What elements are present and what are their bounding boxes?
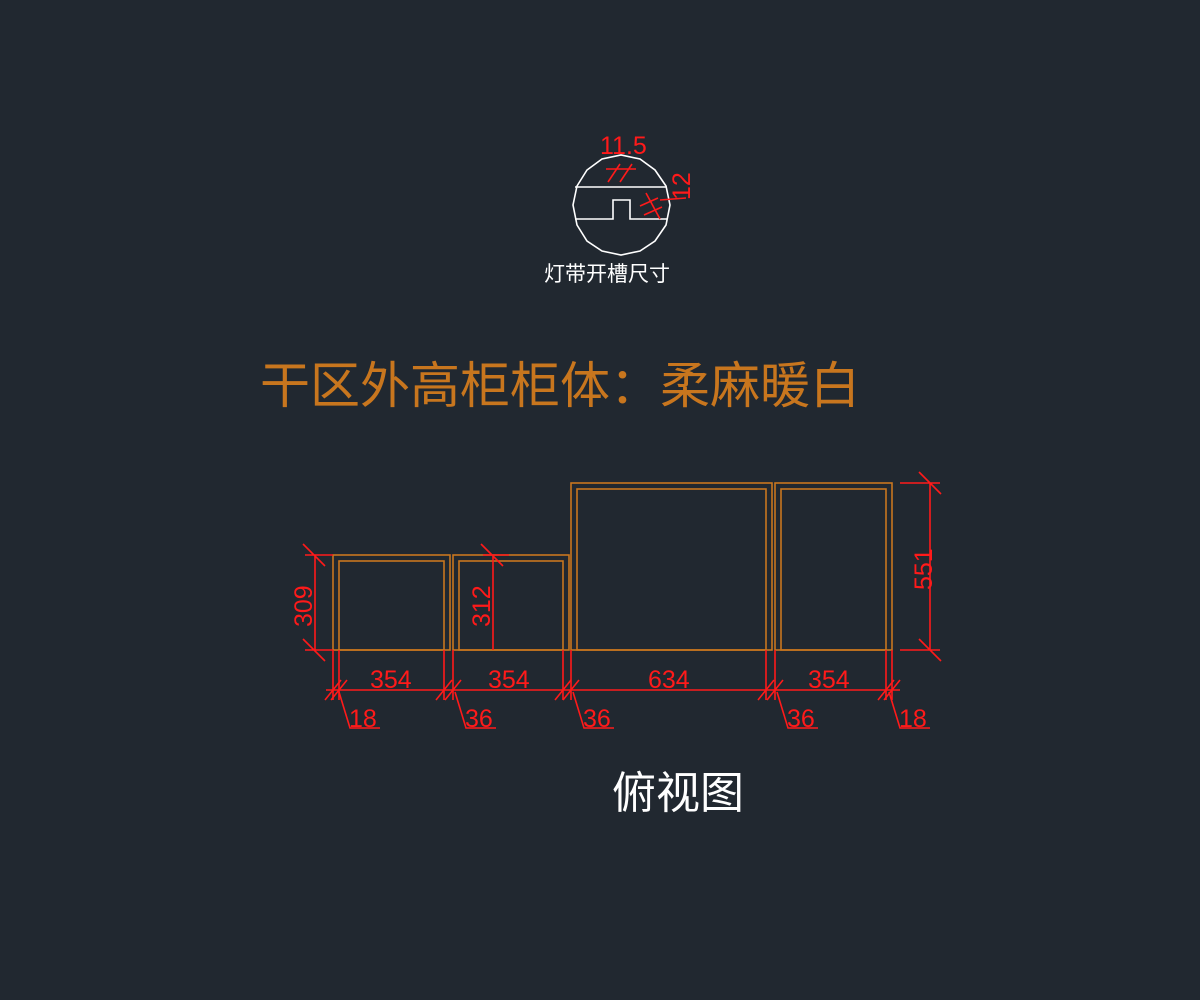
width-dim-2: 354 bbox=[488, 666, 530, 694]
depth-dim-1-lines bbox=[302, 543, 333, 662]
width-dim-1: 354 bbox=[370, 666, 412, 694]
cabinet-1-inner bbox=[338, 560, 445, 651]
depth-dim-3-lines bbox=[900, 471, 942, 662]
groove-width-dim-ticks bbox=[606, 163, 636, 183]
groove-detail-label: 灯带开槽尺寸 bbox=[544, 263, 670, 286]
cabinet-1-outer bbox=[332, 554, 451, 651]
cabinet-4-outer bbox=[774, 482, 893, 651]
depth-dim-3: 551 bbox=[910, 548, 938, 590]
cabinet-4-inner bbox=[780, 488, 887, 651]
width-dim-leaders bbox=[338, 691, 930, 729]
panel-dim-3: 36 bbox=[583, 705, 611, 733]
width-dim-4: 354 bbox=[808, 666, 850, 694]
cabinet-3-inner bbox=[576, 488, 767, 651]
panel-dim-4: 36 bbox=[787, 705, 815, 733]
depth-dim-2: 312 bbox=[468, 585, 496, 627]
width-dimensions: 354 354 634 354 18 36 36 36 18 bbox=[324, 650, 930, 733]
groove-depth-dim: 12 bbox=[668, 172, 696, 200]
cabinet-plan bbox=[332, 482, 893, 651]
width-dim-ticks bbox=[324, 679, 901, 701]
groove-profile bbox=[575, 186, 667, 220]
cabinet-3-outer bbox=[570, 482, 773, 651]
width-dim-extensions bbox=[332, 650, 893, 700]
cabinet-title: 干区外高柜柜体：柔麻暖白 bbox=[260, 357, 860, 415]
panel-dim-2: 36 bbox=[465, 705, 493, 733]
groove-detail-circle bbox=[572, 154, 671, 256]
panel-dim-5: 18 bbox=[899, 705, 927, 733]
groove-depth-dim-ticks bbox=[639, 192, 687, 220]
plan-caption: 俯视图 bbox=[612, 768, 744, 819]
panel-dim-1: 18 bbox=[349, 705, 377, 733]
groove-width-dim: 11.5 bbox=[600, 132, 647, 160]
depth-dimensions: 309 312 551 bbox=[290, 471, 942, 662]
cabinet-2-inner bbox=[458, 560, 564, 651]
depth-dim-1: 309 bbox=[290, 585, 318, 627]
width-dim-3: 634 bbox=[648, 666, 690, 694]
groove-detail: 11.5 12 灯带开槽尺寸 bbox=[544, 132, 696, 286]
depth-dim-2-lines bbox=[480, 543, 509, 650]
